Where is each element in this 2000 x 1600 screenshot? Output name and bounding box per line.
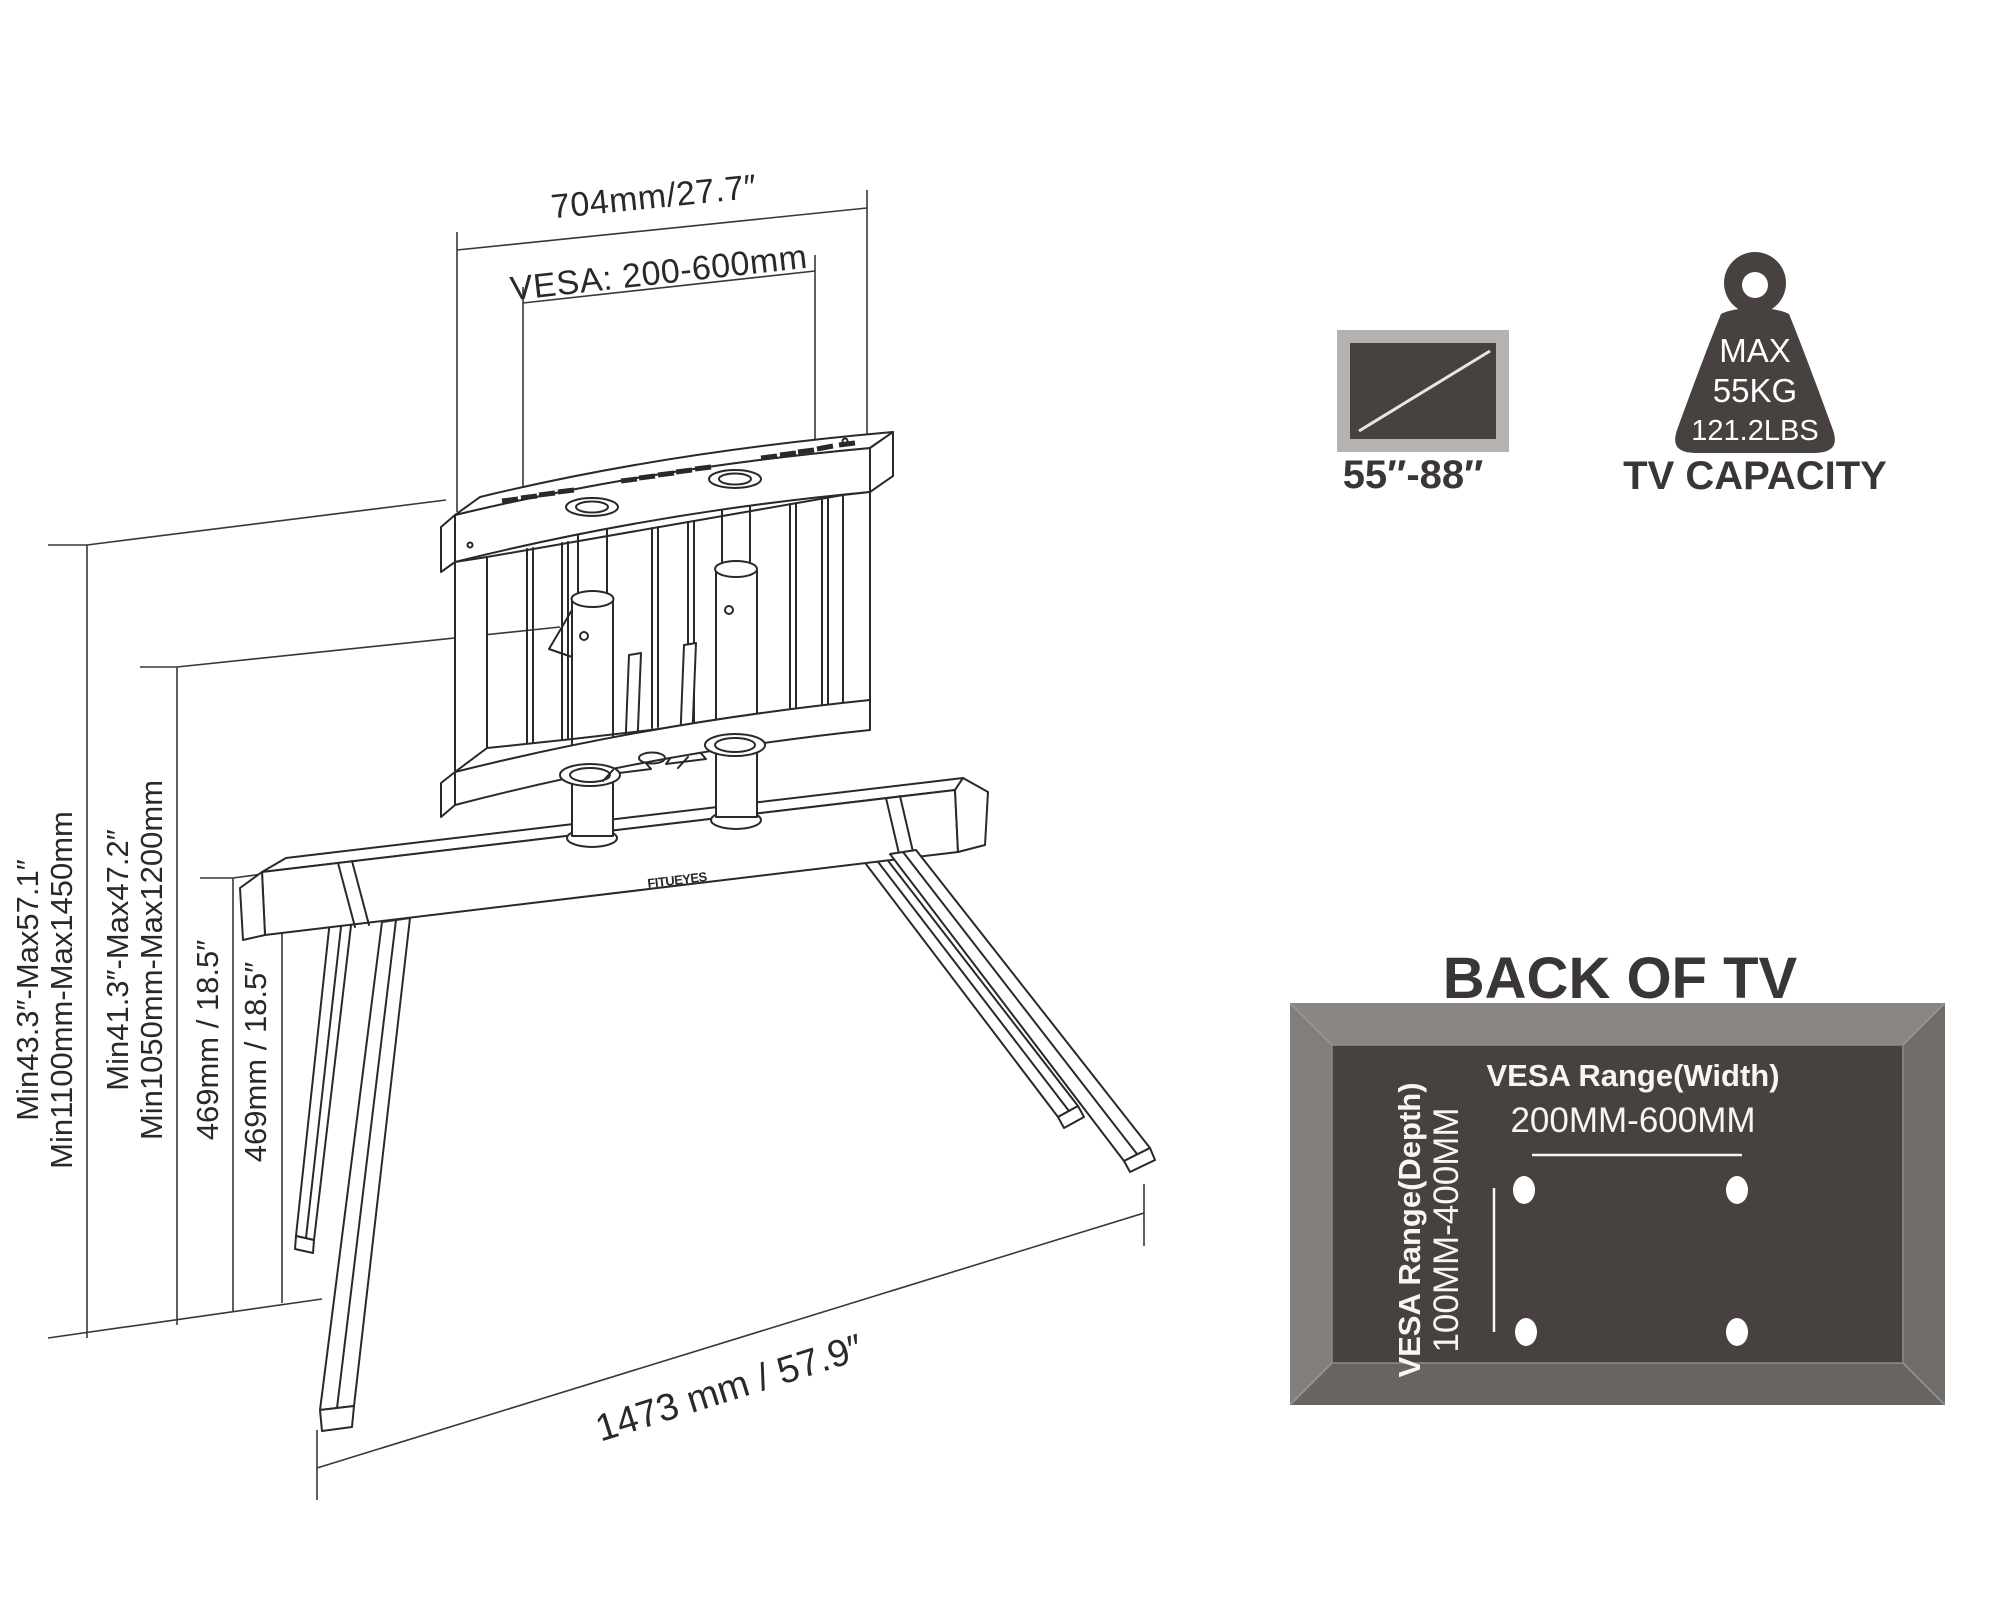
stand-base: FITUEYES	[239, 777, 1156, 1432]
dim-base-width: 1473 mm / 57.9″	[591, 1327, 868, 1451]
back-of-tv-section: BACK OF TV VESA Range(Width) 200MM-600MM…	[1289, 946, 1946, 1406]
dim-height-min-in: Min41.3″-Max47.2″	[100, 829, 135, 1090]
vesa-depth-label: VESA Range(Depth)	[1392, 1082, 1427, 1377]
dim-height-max-mm: Min1100mm-Max1450mm	[44, 811, 79, 1169]
capacity-kg: 55KG	[1713, 372, 1797, 409]
dim-height-max-in: Min43.3″-Max57.1″	[10, 859, 45, 1120]
back-of-tv-title: BACK OF TV	[1443, 946, 1798, 1011]
tv-bracket	[440, 431, 894, 818]
dim-pole-height-a: 469mm / 18.5″	[190, 940, 225, 1141]
brand-logo: FITUEYES	[647, 869, 709, 891]
tv-capacity-label: TV CAPACITY	[1623, 454, 1887, 498]
dim-pole-height-b: 469mm / 18.5″	[238, 962, 273, 1163]
tv-size-badge: 55″-88″	[1337, 330, 1509, 497]
dim-vesa-range: VESA: 200-600mm	[508, 238, 809, 309]
weight-icon	[1675, 252, 1835, 453]
front-right-leg	[889, 849, 1151, 1162]
capacity-max: MAX	[1719, 332, 1791, 369]
tv-size-label: 55″-88″	[1343, 453, 1484, 497]
vesa-width-label: VESA Range(Width)	[1486, 1058, 1779, 1093]
capacity-lbs: 121.2LBS	[1691, 415, 1818, 447]
vesa-depth-value: 100MM-400MM	[1427, 1107, 1466, 1352]
dim-height-min-mm: Min1050mm-Max1200mm	[134, 780, 169, 1140]
vesa-mounting-holes	[1513, 1176, 1748, 1346]
vesa-plate: VESA Range(Width) 200MM-600MM VESA Range…	[1289, 1002, 1946, 1406]
tv-capacity-badge: MAX 55KG 121.2LBS TV CAPACITY	[1623, 252, 1887, 498]
dim-top-width: 704mm/27.7″	[549, 168, 758, 227]
back-right-leg	[849, 839, 1079, 1118]
vesa-width-value: 200MM-600MM	[1510, 1101, 1755, 1140]
